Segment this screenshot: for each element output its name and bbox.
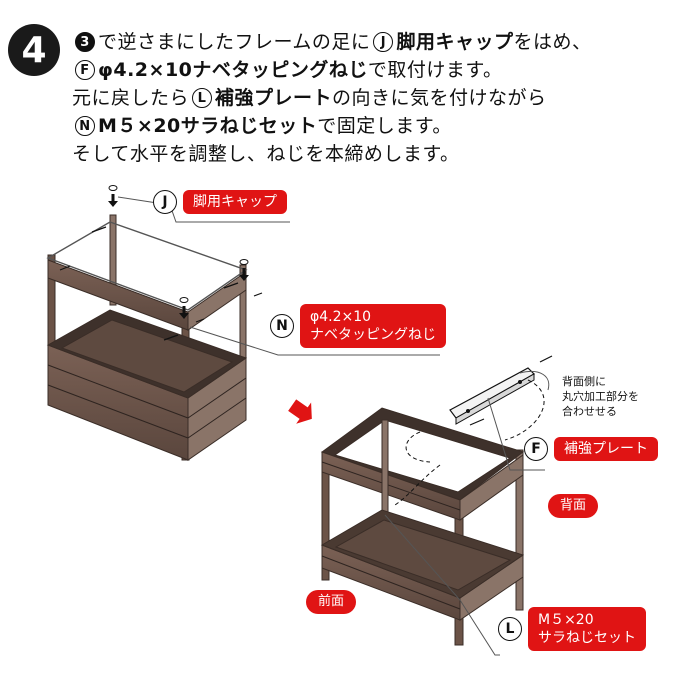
leader-lines-lower <box>384 397 545 656</box>
part-name: φ4.2×10ナベタッピングねじ <box>98 59 368 81</box>
instruction-text-fragment: で固定します。 <box>317 115 452 137</box>
orientation-note: 背面側に 丸穴加工部分を 合わせせる <box>562 374 639 419</box>
part-letter-f: F <box>524 437 548 461</box>
part-letter-badge: N <box>75 116 95 136</box>
inverted-frame-drawing <box>46 214 248 461</box>
tapping-screw-size: φ4.2×10 <box>310 309 372 325</box>
plate-side-marker <box>519 371 550 391</box>
callout-leg-cap: J 脚用キャップ <box>153 190 287 214</box>
callout-reinforcement-plate: F 補強プレート <box>524 437 658 461</box>
step-ref-badge: 3 <box>75 32 95 52</box>
countersunk-screw-name: サラねじセット <box>538 630 636 646</box>
reinforcement-plate <box>449 355 553 426</box>
upright-frame-drawing <box>320 407 525 646</box>
note-line-1: 背面側に <box>562 375 606 388</box>
instruction-line-5: そして水平を調整し、ねじを本締めします。 <box>72 140 692 168</box>
callout-tapping-screw: N φ4.2×10 ナベタッピングねじ <box>270 304 446 348</box>
part-letter-badge: J <box>373 32 394 52</box>
back-side-label: 背面 <box>548 494 599 518</box>
tapping-screw-name: ナベタッピングねじ <box>310 327 436 343</box>
part-letter-badge: L <box>192 88 213 108</box>
countersunk-screw-size: M５×20 <box>538 612 594 628</box>
instruction-text-fragment: 元に戻したら <box>72 87 190 109</box>
part-name: 脚用キャップ <box>396 31 514 53</box>
instruction-text-fragment: そして水平を調整し、ねじを本締めします。 <box>72 143 460 165</box>
part-label-tapping-screw: φ4.2×10 ナベタッピングねじ <box>300 304 446 348</box>
step-number-badge: 4 <box>8 24 60 76</box>
part-name: 補強プレート <box>215 87 333 109</box>
part-label-leg-cap: 脚用キャップ <box>183 190 287 214</box>
note-line-2: 丸穴加工部分を <box>562 390 639 403</box>
part-label-countersunk-screw-set: M５×20 サラねじセット <box>528 607 646 651</box>
instruction-text-fragment: で取付けます。 <box>367 59 503 81</box>
part-letter-l: L <box>498 617 522 641</box>
part-name: M５×20サラねじセット <box>98 115 318 137</box>
instruction-text-fragment: をはめ、 <box>513 31 592 53</box>
next-step-arrow <box>288 399 312 424</box>
part-letter-j: J <box>153 190 177 214</box>
instruction-text-fragment: で逆さまにしたフレームの足に <box>98 31 371 53</box>
front-side-label: 前面 <box>306 590 357 614</box>
part-letter-n: N <box>270 314 294 338</box>
part-letter-badge: F <box>75 60 95 80</box>
part-label-reinforcement-plate: 補強プレート <box>554 437 658 461</box>
instruction-text-fragment: の向きに気を付けながら <box>332 87 547 109</box>
callout-countersunk-screw-set: L M５×20 サラねじセット <box>498 607 646 651</box>
note-line-3: 合わせせる <box>562 405 617 418</box>
dashed-guide-lines <box>394 379 545 506</box>
leader-lines-upper <box>117 196 440 356</box>
cap-and-screw-icons <box>59 185 263 341</box>
